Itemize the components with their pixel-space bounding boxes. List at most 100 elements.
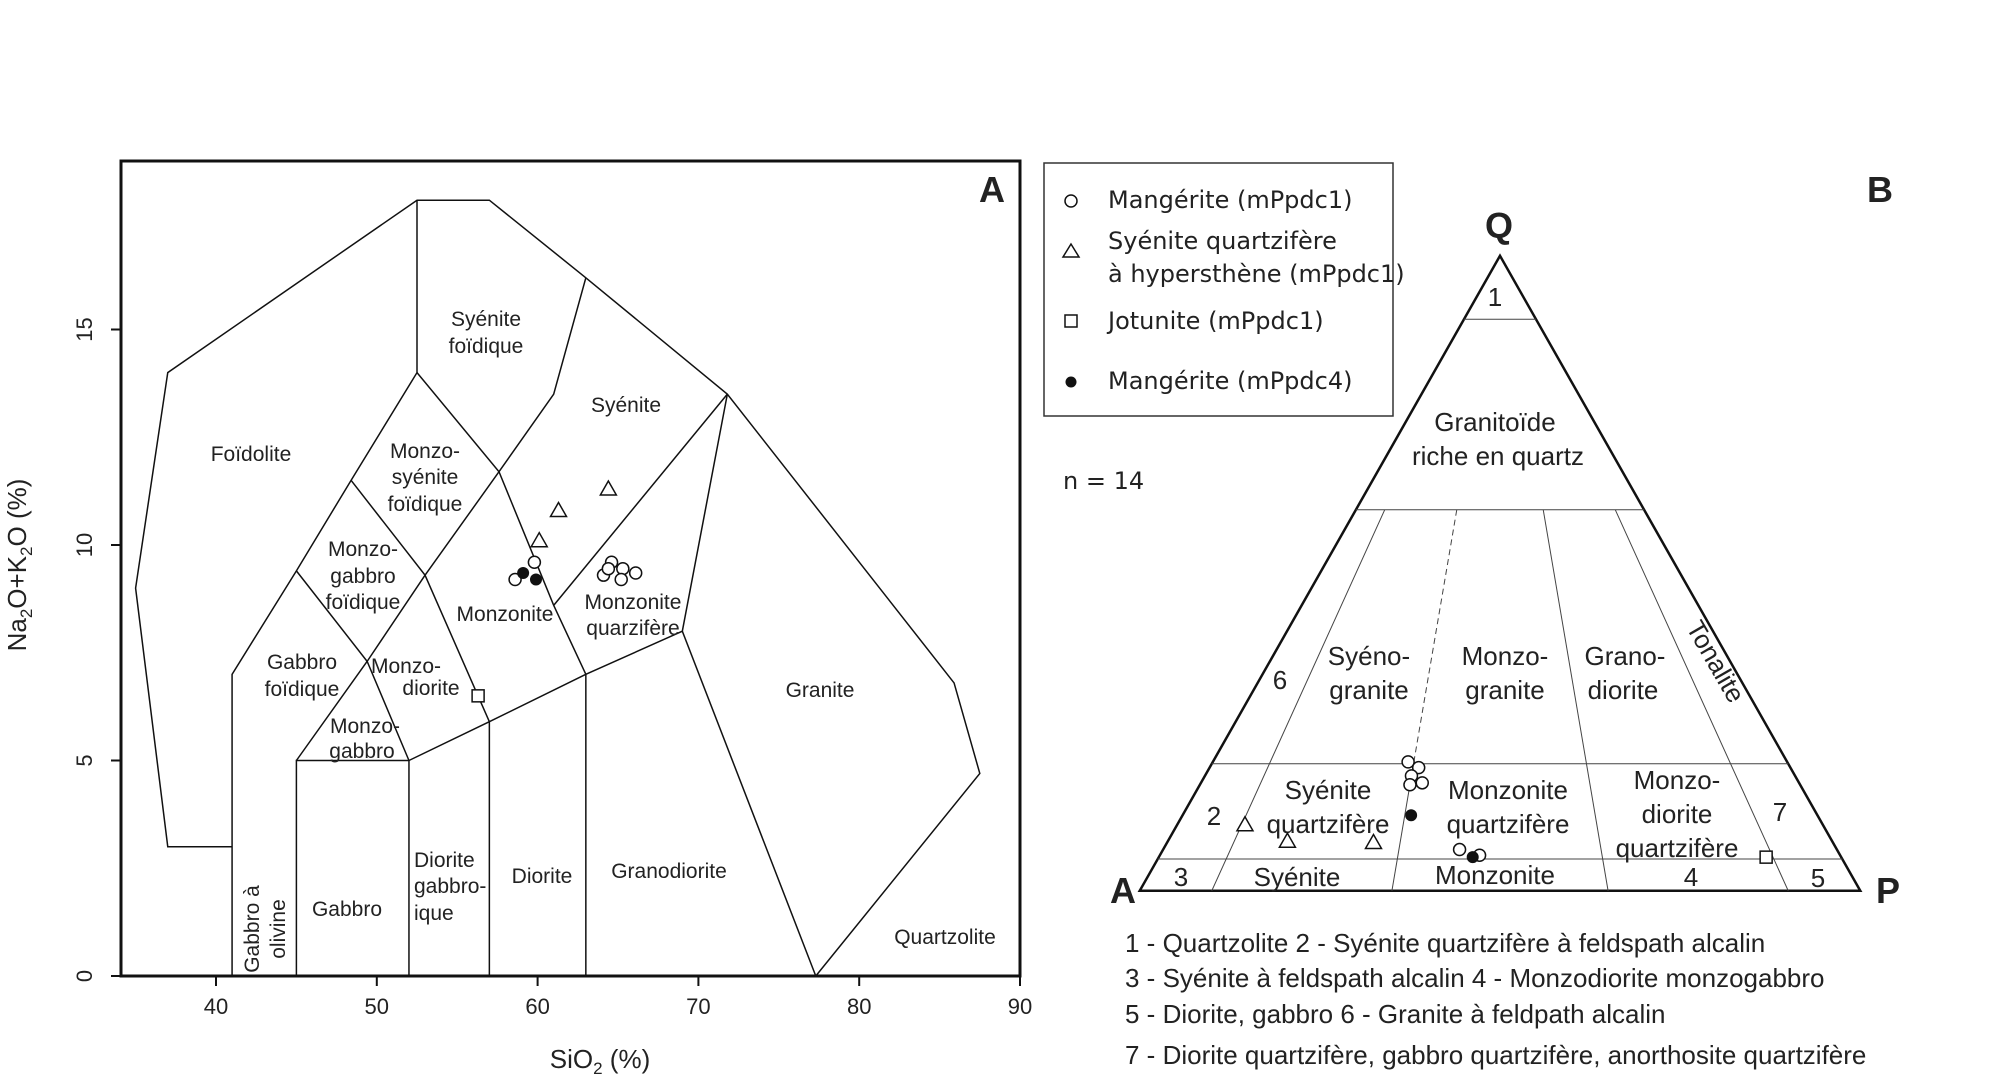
data-point [508, 572, 522, 587]
qap-field-monzonite: Monzonite [1435, 860, 1555, 890]
qap-field-3: 3 [1174, 862, 1188, 892]
legend-item: Mangérite (mPpdc4) [1108, 367, 1352, 395]
open-circle-icon [1064, 194, 1078, 208]
plag-ratio-line [1542, 509, 1609, 891]
data-point [1405, 809, 1418, 822]
field-syenite-foidique: Syénite [451, 308, 521, 331]
data-point [1403, 778, 1417, 792]
field-gabbro-olivine: olivine [267, 899, 290, 959]
data-point [1415, 776, 1429, 790]
qap-field-granodiorite: diorite [1588, 675, 1659, 705]
data-point [1364, 833, 1383, 850]
tas-field-boundaries [134, 199, 981, 977]
data-point [614, 572, 628, 587]
field-boundary [553, 393, 728, 606]
qap-field-5: 5 [1811, 863, 1825, 893]
qap-points [1235, 755, 1773, 864]
field-monzogabbro-foidique: Monzo- [328, 538, 398, 561]
field-monzodiorite: Monzo- [371, 655, 441, 678]
y-tick-label: 10 [72, 533, 97, 557]
field-boundary [134, 199, 981, 977]
qap-field-syenite-quartzifere: quartzifère [1267, 809, 1390, 839]
open-square-icon [1064, 314, 1078, 328]
vertex-p-label: P [1876, 870, 1900, 911]
field-syenite: Syénite [591, 394, 661, 417]
field-boundary [350, 479, 491, 723]
field-quartzolite: Quartzolite [894, 926, 996, 949]
field-monzogabbro-foidique: foïdique [326, 591, 401, 614]
plag-ratio-line [1614, 509, 1789, 892]
qap-field-granodiorite: Grano- [1585, 641, 1666, 671]
data-point [616, 561, 630, 576]
field-monzosyenite-foidique: syénite [392, 466, 459, 489]
qap-field-monzodiorite-quartzifere: quartzifère [1616, 833, 1739, 863]
field-granodiorite: Granodiorite [611, 860, 727, 883]
footnote-line: 5 - Diorite, gabbro 6 - Granite à feldpa… [1125, 999, 1666, 1029]
dashed-division-line [1413, 509, 1458, 764]
sample-count: n = 14 [1063, 467, 1144, 495]
field-monzogabbro-foidique: gabbro [330, 565, 395, 588]
data-point [599, 479, 618, 496]
field-monzosyenite-foidique: foïdique [388, 493, 463, 516]
qap-field-syenogranite: Syéno- [1328, 641, 1410, 671]
field-monzonite: Monzonite [457, 603, 554, 626]
qap-field-monzonite-quartzifere: quartzifère [1447, 809, 1570, 839]
qap-triangle [1137, 253, 1863, 893]
field-syenite-foidique: foïdique [449, 335, 524, 358]
field-gabbro: Gabbro [312, 898, 382, 921]
data-point [1401, 755, 1415, 769]
panel-a-label: A [979, 169, 1005, 210]
legend-box [1043, 162, 1394, 417]
x-tick-label: 70 [686, 994, 710, 1019]
filled-circle-icon [1065, 376, 1077, 388]
tas-points [471, 479, 643, 703]
field-diorite-gabbroique: Diorite [414, 849, 475, 872]
field-diorite: Diorite [512, 865, 573, 888]
data-point [471, 689, 485, 703]
qap-field-6: 6 [1273, 665, 1287, 695]
field-boundary [295, 759, 410, 976]
field-boundary [681, 630, 817, 977]
legend-item: Mangérite (mPpdc1) [1108, 186, 1352, 214]
data-point [1466, 851, 1479, 864]
field-gabbro-olivine: Gabbro à [241, 885, 264, 973]
x-axis-label: SiO2 (%) [550, 1044, 650, 1078]
footnote-line: 7 - Diorite quartzifère, gabbro quartzif… [1125, 1040, 1866, 1070]
field-diorite-gabbroique: ique [414, 902, 454, 925]
data-point [1452, 842, 1467, 857]
legend-item: Syénite quartzifère [1108, 227, 1337, 255]
field-monzogabbro: gabbro [329, 740, 394, 763]
x-tick-label: 50 [365, 994, 389, 1019]
field-boundary [295, 277, 587, 761]
x-tick-label: 60 [525, 994, 549, 1019]
data-point [601, 561, 616, 576]
data-point [1278, 831, 1297, 849]
field-foidolite: Foïdolite [211, 443, 292, 466]
qap-field-1: 1 [1488, 282, 1502, 312]
qap-field-7: 7 [1773, 797, 1787, 827]
qap-field-monzogranite: granite [1465, 675, 1545, 705]
qap-field-granitoide: riche en quartz [1412, 441, 1584, 471]
data-point [628, 566, 643, 580]
data-point [517, 567, 530, 580]
qap-field-monzodiorite-quartzifere: diorite [1642, 799, 1713, 829]
field-gabbro-foidique: Gabbro [267, 651, 337, 674]
qap-field-syenogranite: granite [1329, 675, 1409, 705]
qap-field-syenite-quartzifere: Syénite [1285, 775, 1372, 805]
data-point [527, 555, 542, 569]
qap-field-monzogranite: Monzo- [1462, 641, 1549, 671]
panel-b-label: B [1867, 169, 1893, 210]
vertex-a-label: A [1110, 870, 1136, 911]
field-monzonite-quarzifere: Monzonite [585, 591, 682, 614]
data-point [529, 531, 549, 548]
x-tick-label: 90 [1008, 994, 1032, 1019]
legend-item: à hypersthène (mPpdc1) [1108, 260, 1405, 288]
field-granite: Granite [786, 679, 855, 702]
qap-field-syenite: Syénite [1254, 862, 1341, 892]
data-point [1759, 850, 1773, 864]
vertex-q-label: Q [1485, 205, 1513, 246]
footnotes: 1 - Quartzolite 2 - Syénite quartzifère … [1125, 928, 1866, 1070]
qap-field-labels: 1 Granitoïde riche en quartz 6 Syéno- gr… [1174, 282, 1825, 893]
field-gabbro-foidique: foïdique [265, 678, 340, 701]
